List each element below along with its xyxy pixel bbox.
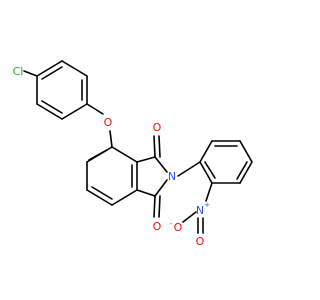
bond — [158, 135, 161, 158]
benzo-ring — [86, 146, 138, 206]
bond — [158, 195, 161, 218]
imide-ring — [136, 156, 168, 197]
chlorophenyl-ring — [36, 60, 88, 120]
carbonyl-oxygen-bottom-label: O — [153, 220, 162, 233]
molecule-structure: Cl O O O N N + O - O — [13, 60, 253, 248]
bond — [111, 189, 138, 206]
bond — [61, 103, 88, 120]
bond — [239, 161, 253, 184]
bond — [36, 60, 63, 77]
bond — [153, 135, 156, 158]
bond — [204, 161, 216, 179]
imide-nitrogen-label: N — [168, 170, 176, 183]
bond — [41, 100, 63, 114]
bond — [239, 140, 253, 163]
bond — [136, 189, 156, 197]
bond — [177, 161, 201, 177]
bond — [154, 179, 168, 197]
ether-oxygen-label: O — [104, 116, 113, 129]
bond — [88, 149, 108, 161]
bond — [111, 146, 138, 163]
bond — [109, 130, 113, 148]
nitro-oxygen-charge: - — [170, 220, 173, 228]
bond — [86, 189, 113, 206]
bond — [61, 60, 88, 77]
nitro-oxygen-double-label: O — [196, 235, 205, 248]
bond — [205, 182, 213, 202]
bond — [41, 66, 63, 80]
bond — [153, 195, 156, 218]
nitrophenyl-ring — [199, 140, 253, 184]
bond — [182, 211, 197, 223]
bond — [154, 156, 168, 173]
nitro-nitrogen-charge: + — [204, 201, 210, 209]
bond — [199, 161, 213, 184]
carbonyl-oxygen-top-label: O — [153, 121, 162, 134]
bond — [23, 70, 38, 77]
bond — [199, 140, 213, 163]
bond — [91, 186, 113, 200]
chlorine-atom-label: Cl — [13, 65, 24, 78]
bond — [136, 156, 156, 163]
nitro-nitrogen-label: N — [196, 204, 204, 217]
bond — [86, 103, 104, 115]
bond — [236, 161, 248, 180]
bond — [36, 103, 63, 120]
nitro-oxygen-single-label: O — [174, 221, 183, 234]
